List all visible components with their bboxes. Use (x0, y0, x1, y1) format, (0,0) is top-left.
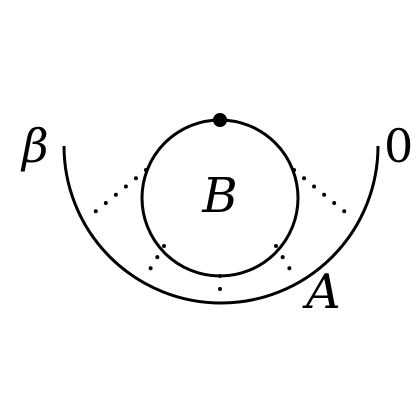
label-zero: 0 (384, 119, 413, 173)
top-marked-point (213, 113, 227, 127)
label-b: B (201, 168, 237, 224)
label-a: A (302, 264, 341, 320)
label-beta: β (20, 119, 49, 173)
outer-arc-a (62, 145, 380, 305)
dotted-connector-right-upper (292, 168, 352, 218)
dotted-connector-left-upper (88, 168, 148, 218)
